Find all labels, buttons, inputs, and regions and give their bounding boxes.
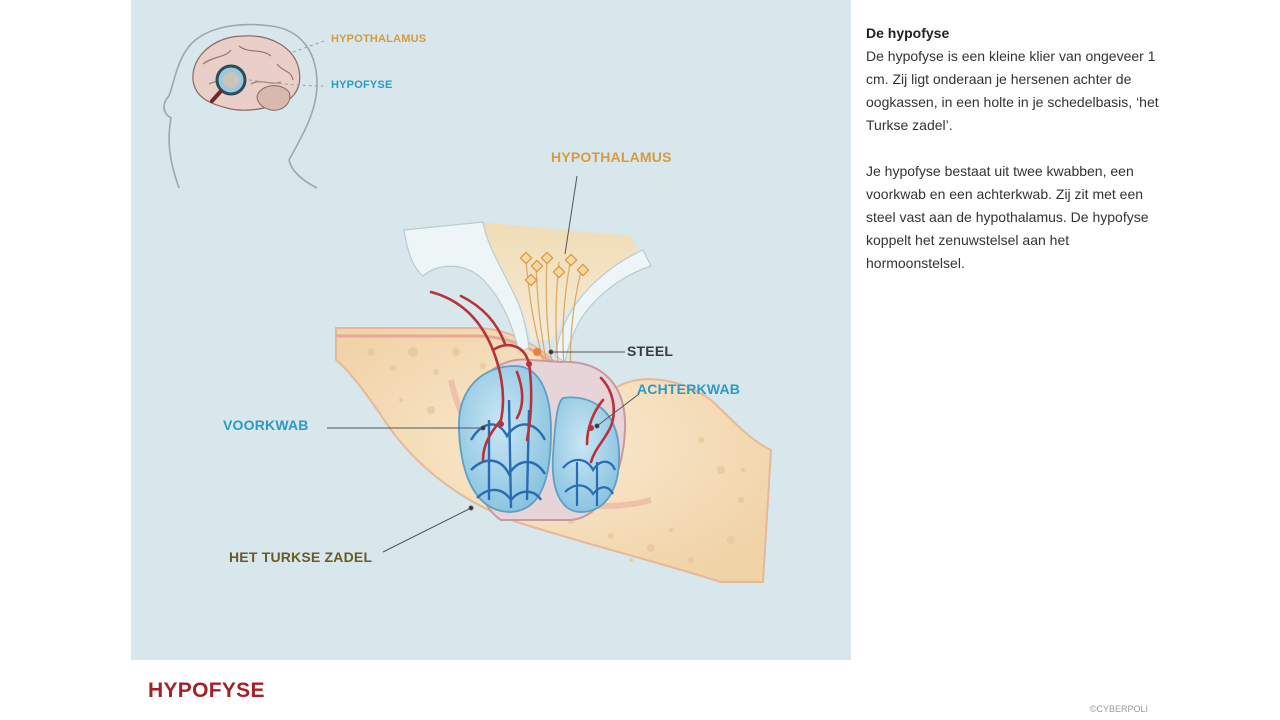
info-paragraph-1: De hypofyse is een kleine klier van onge… [866, 48, 1159, 133]
info-heading: De hypofyse [866, 25, 950, 41]
steel-label: STEEL [627, 343, 674, 359]
info-text-block: De hypofyse De hypofyse is een kleine kl… [866, 22, 1166, 275]
head-outline [163, 23, 318, 189]
turkse-zadel-label: HET TURKSE ZADEL [229, 549, 373, 565]
voorkwab-label: VOORKWAB [223, 417, 309, 433]
magnifier-handle [210, 89, 223, 103]
hypothalamus-label: HYPOTHALAMUS [551, 149, 672, 165]
main-pituitary-diagram [327, 175, 773, 583]
mini-hypothalamus-label: HYPOTHALAMUS [331, 33, 427, 45]
copyright-notice: ©CYBERPOLI [1089, 704, 1148, 714]
achterkwab-label: ACHTERKWAB [637, 381, 741, 397]
info-paragraph-2: Je hypofyse bestaat uit twee kwabben, ee… [866, 163, 1149, 271]
hypofyse-illustration [163, 23, 773, 583]
infundibulum-fan [479, 222, 641, 340]
page-title: HYPOFYSE [148, 679, 265, 702]
mini-cerebellum [256, 85, 291, 111]
mini-hypofyse-label: HYPOFYSE [331, 79, 393, 91]
mini-head-diagram [163, 23, 328, 189]
illustration-panel: HYPOTHALAMUS HYPOFYSE HYPOTHALAMUS STEEL… [131, 0, 851, 660]
